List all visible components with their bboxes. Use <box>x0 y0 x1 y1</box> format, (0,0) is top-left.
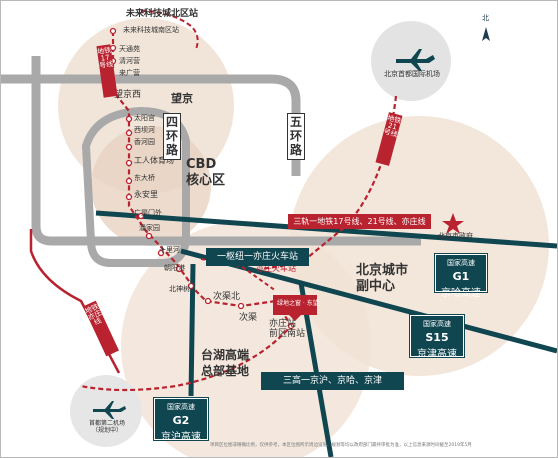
label-yizhuang-rail: 亦庄火车站 <box>256 264 296 273</box>
ring-road-outer <box>31 56 421 246</box>
station-gongti: 工人体育场 <box>134 156 174 165</box>
metro-line-17 <box>80 31 293 392</box>
station-tiantong: 天通苑 <box>119 45 140 53</box>
footnote: 项目区位图非精确比例，仅供参考，本区位图所示周边设施、规划等均以政府部门最终审批… <box>210 443 472 448</box>
station-taiyanggong: 太阳宫 <box>134 114 155 122</box>
station-xibahe: 西坝河 <box>134 126 155 134</box>
airport-daxing: 首都第二机场 （规划中） <box>89 420 126 435</box>
metro-line-top <box>140 10 199 50</box>
station-beishenshu: 北神树 <box>169 285 190 293</box>
station-wangjing-west: 望京西 <box>114 90 142 100</box>
plane-icon <box>396 49 435 71</box>
station-shilihe: 十里河 <box>159 246 180 254</box>
area-cbd: CBD 核心区 <box>186 157 226 188</box>
shield-s15: 国家高速 S15 京津高速 <box>409 314 465 360</box>
area-wangjing: 望京 <box>171 92 193 105</box>
ring-road-fifth <box>1 74 301 176</box>
station-laiguangying: 来广营 <box>119 69 140 77</box>
ring-label-fourth: 四环路 <box>163 113 181 161</box>
shield-g1: 国家高速 G1 京哈高速 <box>434 253 488 299</box>
station-future-north: 未来科技城北区站 <box>126 9 199 19</box>
compass-label: 北 <box>482 14 489 22</box>
ring-road-fourth <box>81 106 190 267</box>
area-subcenter: 北京城市 副中心 <box>356 263 409 295</box>
north-arrow-icon <box>482 27 490 41</box>
project-pin <box>273 295 317 315</box>
banner-transit: 三轨一地铁17号线、21号线、亦庄线 <box>288 214 431 229</box>
airport-capital: 北京首都国际机场 <box>384 70 440 78</box>
banner-highways: 三高一京沪、京哈、京津 <box>261 372 404 390</box>
highway-g1 <box>95 210 557 249</box>
metro-line-21 <box>260 95 398 271</box>
red-line-west <box>29 229 121 374</box>
station-yizhuang: 亦庄站 前区南站 <box>269 319 306 340</box>
station-ciqu: 次渠 <box>239 313 258 323</box>
ring-label-fifth: 五环路 <box>287 113 305 161</box>
star-icon <box>442 213 464 234</box>
station-dongdaqiao: 东大桥 <box>134 174 155 182</box>
station-qingheying: 清河营 <box>119 57 140 65</box>
station-yonganli: 永安里 <box>134 190 158 199</box>
project-label: 绿地之窗 · 东望 <box>277 300 319 307</box>
shield-g2: 国家高速 G2 京沪高速 <box>153 397 209 443</box>
station-ciqubei: 次渠北 <box>213 292 241 302</box>
area-taihu: 台湖高端 总部基地 <box>201 348 250 378</box>
station-panjiayuan: 潘家园 <box>139 224 160 232</box>
label-gov: 北京市政府 <box>438 232 473 240</box>
station-chaoyanggang: 朝阳港 <box>164 264 185 272</box>
plane-icon <box>93 401 126 419</box>
banner-hub: 一枢纽一亦庄火车站 <box>206 248 309 266</box>
station-future-south: 未来科技城南区站 <box>123 26 179 34</box>
station-xiangheyuan: 香河园 <box>134 138 155 146</box>
station-guangqumen: 广渠门外 <box>134 209 162 217</box>
